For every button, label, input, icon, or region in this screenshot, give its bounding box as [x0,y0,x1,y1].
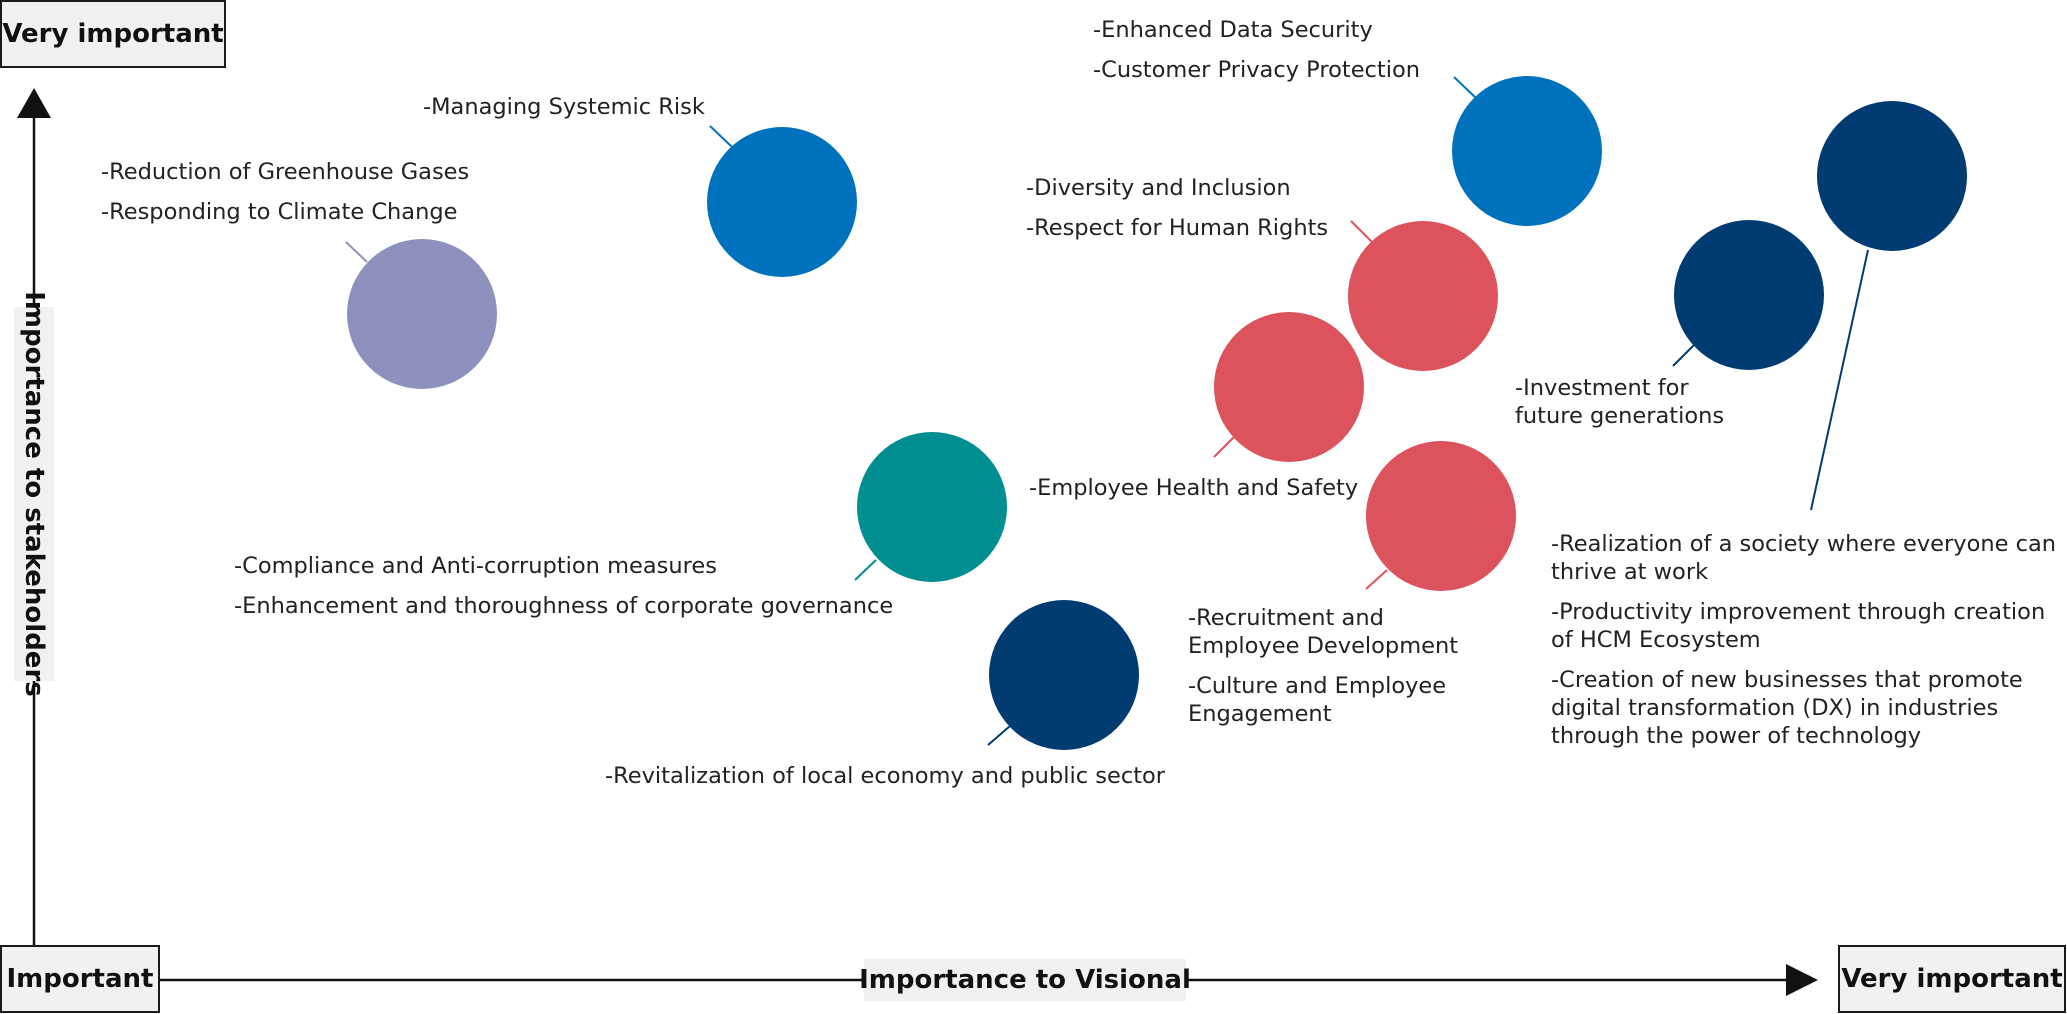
x-axis-arrowhead [1786,964,1818,996]
label-gap [1026,202,1328,214]
society-label: -Realization of a society where everyone… [1551,530,2056,750]
bubbles [347,76,1967,750]
label-line: -Enhanced Data Security [1093,17,1373,43]
label-line: -Enhancement and thoroughness of corpora… [234,593,894,619]
label-line: digital transformation (DX) in industrie… [1551,695,1999,721]
data-security-connector [1453,76,1477,99]
systemic-risk-connector [709,125,733,148]
systemic-risk-bubble [707,127,857,277]
label-line: thrive at work [1551,559,1709,585]
local-economy-label: -Revitalization of local economy and pub… [605,762,1165,790]
label-gap [101,186,469,198]
label-line: -Realization of a society where everyone… [1551,531,2057,557]
origin-label: Important [0,945,160,1013]
label-line: -Employee Health and Safety [1029,475,1359,501]
label-gap [1551,586,2056,598]
x-axis-right-label: Very important [1838,945,2066,1013]
future-investment-connector [1672,344,1695,367]
diversity-bubble [1348,221,1498,371]
governance-bubble [857,432,1007,582]
label-gap [234,580,893,592]
governance-label: -Compliance and Anti-corruption measures… [234,552,893,620]
data-security-bubble [1452,76,1602,226]
label-line: -Managing Systemic Risk [423,94,705,120]
label-line: -Investment for [1515,375,1689,401]
health-safety-label: -Employee Health and Safety [1029,474,1358,502]
governance-connector [854,559,877,581]
data-security-label: -Enhanced Data Security -Customer Privacy… [1093,16,1420,84]
label-line: of HCM Ecosystem [1551,627,1761,653]
label-line: -Creation of new businesses that promote [1551,667,2023,693]
society-connector [1810,249,1869,511]
label-gap [1551,654,2056,666]
y-axis-title: Importance to stakeholders [14,291,54,697]
label-line: -Respect for Human Rights [1026,215,1329,241]
label-line: -Productivity improvement through creati… [1551,599,2046,625]
recruitment-bubble [1366,441,1516,591]
climate-label: -Reduction of Greenhouse Gases -Respondin… [101,158,469,226]
label-line: -Culture and Employee [1188,673,1447,699]
y-axis-top-label: Very important [0,0,226,68]
climate-bubble [347,239,497,389]
recruitment-label: -Recruitment and Employee Development -Cu… [1188,604,1458,728]
climate-connector [345,241,368,263]
local-economy-connector [987,725,1011,746]
diversity-connector [1350,220,1373,243]
label-line: Employee Development [1188,633,1459,659]
label-line: -Compliance and Anti-corruption measures [234,553,717,579]
y-axis-arrowhead [17,88,51,118]
x-axis-title: Importance to Visional [859,959,1191,1001]
health-safety-connector [1213,436,1235,458]
label-line: -Revitalization of local economy and pub… [605,763,1166,789]
label-gap [1093,44,1420,56]
label-line: Engagement [1188,701,1332,727]
label-line: -Diversity and Inclusion [1026,175,1291,201]
label-line: through the power of technology [1551,723,1922,749]
future-investment-bubble [1674,220,1824,370]
label-line: -Customer Privacy Protection [1093,57,1421,83]
health-safety-bubble [1214,312,1364,462]
connector-lines [345,76,1869,746]
local-economy-bubble [989,600,1139,750]
label-line: -Recruitment and [1188,605,1384,631]
diversity-label: -Diversity and Inclusion -Respect for Hum… [1026,174,1328,242]
label-line: -Reduction of Greenhouse Gases [101,159,470,185]
recruitment-connector [1365,569,1388,590]
systemic-risk-label: -Managing Systemic Risk [423,93,705,121]
label-line: future generations [1515,403,1725,429]
label-gap [1188,660,1458,672]
society-bubble [1817,101,1967,251]
label-line: -Responding to Climate Change [101,199,458,225]
